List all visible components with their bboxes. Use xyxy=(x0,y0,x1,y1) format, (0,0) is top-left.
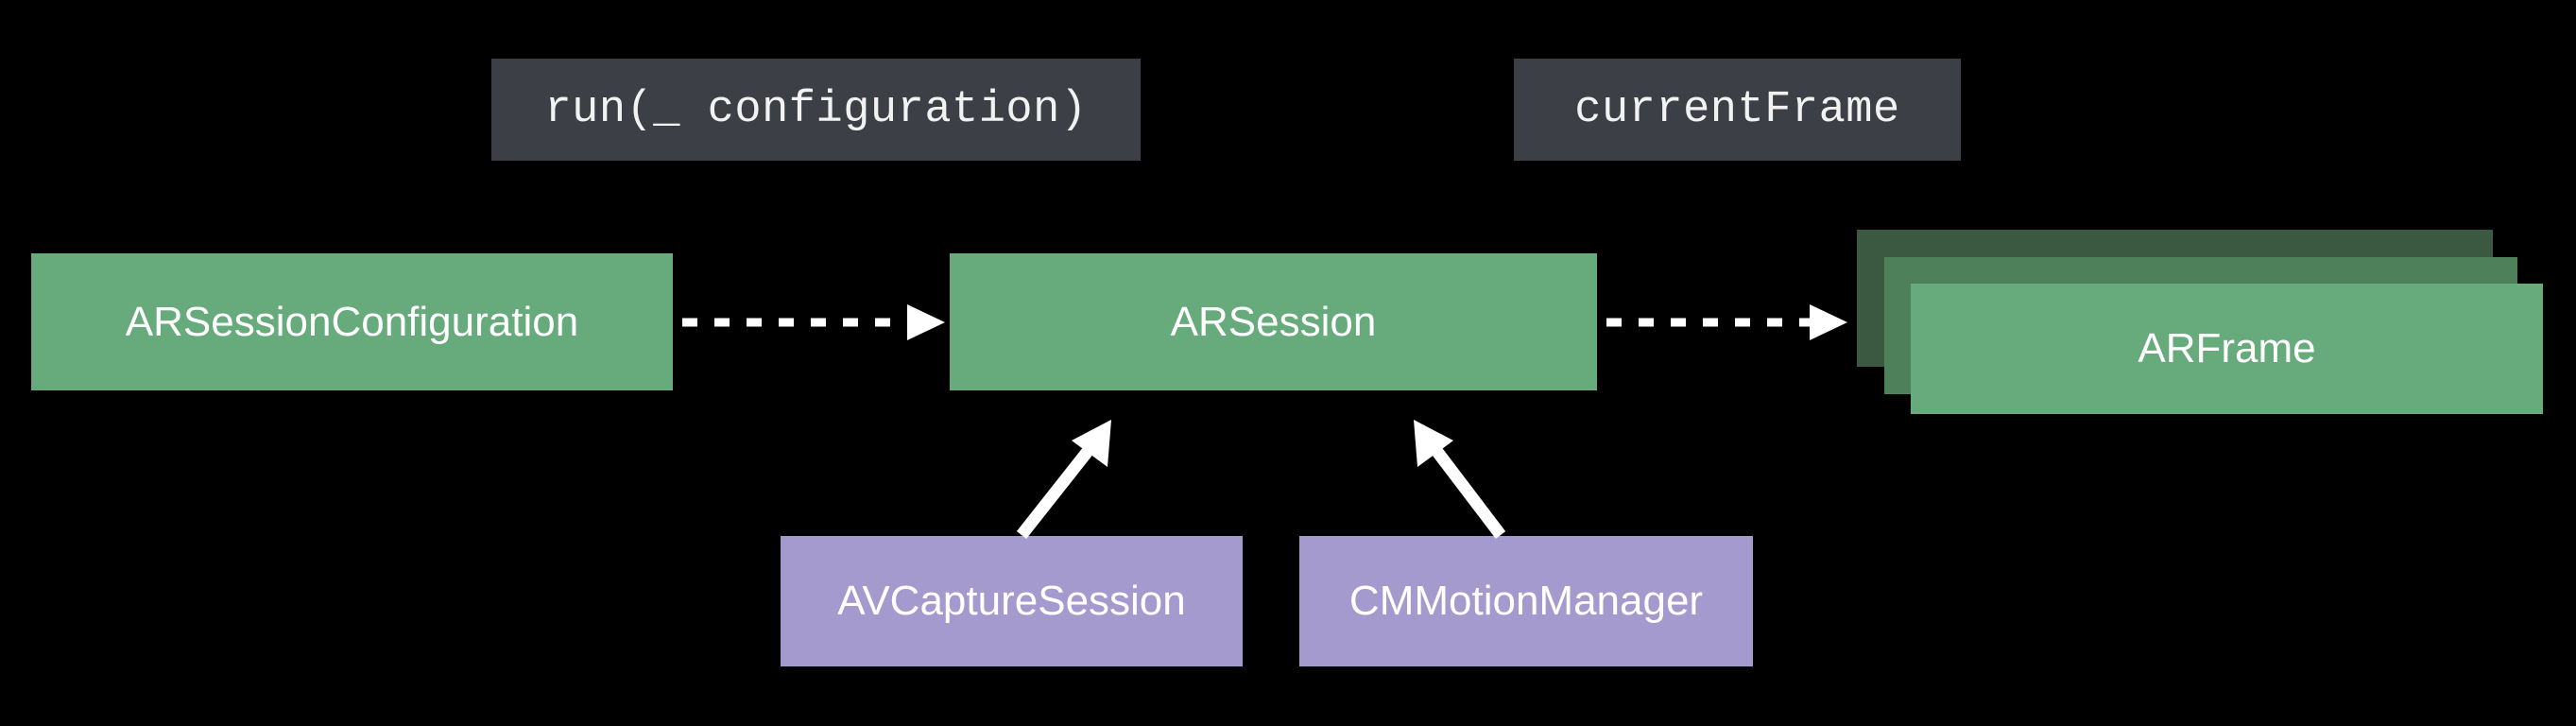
motion-to-session-arrow xyxy=(1414,420,1506,539)
arsessionconfiguration-node[interactable]: ARSessionConfiguration xyxy=(31,253,673,390)
cmmotionmanager-node[interactable]: CMMotionManager xyxy=(1299,536,1753,666)
avcapturesession-node[interactable]: AVCaptureSession xyxy=(781,536,1243,666)
session-to-frame-arrow xyxy=(1606,304,1847,340)
config-to-session-arrow xyxy=(682,304,945,340)
run-configuration-label: run(_ configuration) xyxy=(491,59,1141,161)
arframe-node[interactable]: ARFrame xyxy=(1911,284,2543,414)
arsession-node[interactable]: ARSession xyxy=(950,253,1597,390)
current-frame-label: currentFrame xyxy=(1514,59,1961,161)
capture-to-session-arrow xyxy=(1016,420,1111,540)
